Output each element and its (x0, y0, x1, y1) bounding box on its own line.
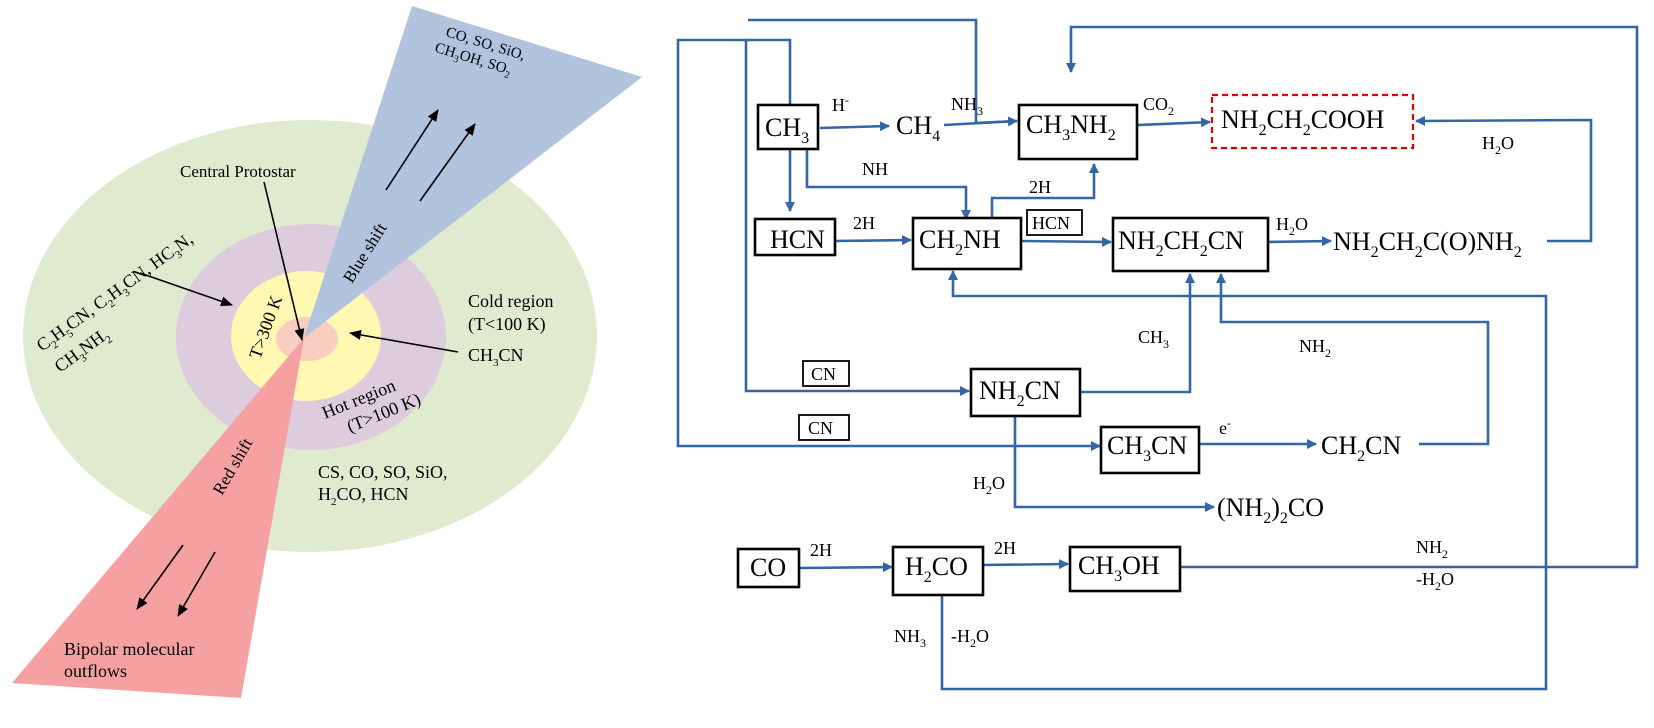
flow-nh2ch2cn-to-amide (1267, 236, 1332, 247)
node-cn-1: CN (802, 360, 850, 387)
label-ch3: CH3 (1138, 327, 1169, 351)
flow-ch2nh-to-nh2ch2cn (1020, 236, 1112, 247)
blue-outflow-arrow-1 (385, 109, 439, 191)
node-cn-2: CN (798, 414, 850, 441)
label-co2: CO2 (1143, 94, 1174, 118)
blue-outflow-arrow-2 (419, 123, 476, 202)
flow-ch3-to-ch2nh (805, 150, 971, 220)
cold-region-label: Cold region (T<100 K) (468, 291, 558, 335)
red-outflow-arrow-1 (136, 544, 184, 610)
label-e-minus: e- (1219, 416, 1231, 438)
label-h2o-urea: H2O (973, 473, 1005, 497)
flow-nh3-top-to-ch3nh2 (748, 18, 1018, 125)
node-ch3nh2: CH3NH2 (1017, 103, 1139, 161)
node-hcn-small: HCN (1026, 209, 1083, 236)
flow-hcn-to-ch2nh (835, 235, 912, 246)
node-ch3cn: CH3CN (1099, 425, 1201, 475)
red-shift-cone (12, 338, 304, 698)
node-nh2cn: NH2CN (969, 367, 1082, 418)
flow-co-to-h2co (799, 562, 893, 573)
flow-ch2cn-to-nh2ch2cn (1216, 273, 1490, 446)
label-h2o-mid: H2O (1276, 214, 1308, 238)
bipolar-outflows-label: Bipolar molecular outflows (64, 639, 199, 681)
cn-2-node-label: CN (808, 418, 833, 438)
cn-1-node-label: CN (811, 364, 836, 384)
hcn-node-label: HCN (770, 225, 825, 254)
label-2h-co: 2H (810, 540, 832, 560)
aminoacetamide-node-label: NH2CH2C(O)NH2 (1333, 227, 1522, 261)
label-nh3-bottom: NH3 (894, 626, 926, 650)
ch2cn-node-label: CH2CN (1321, 431, 1401, 465)
label-nh2-bottom: NH2 (1416, 537, 1448, 561)
flow-connectors (676, 18, 1639, 691)
node-urea: (NH2)2CO (1217, 493, 1324, 527)
label-nh2-mid: NH2 (1299, 336, 1331, 360)
ch4-node-label: CH4 (896, 111, 940, 145)
node-ch2cn: CH2CN (1321, 431, 1401, 465)
reaction-network: CH3 CH4 CH3NH2 NH2CH2COOH HCN CH2NH HCN … (676, 18, 1639, 691)
h2co-node-label: H2CO (905, 552, 968, 586)
flow-ch3nh2-to-glycine (1137, 117, 1211, 128)
urea-node-label: (NH2)2CO (1217, 493, 1324, 527)
node-ch3: CH3 (756, 103, 820, 151)
flow-ch2nh-to-ch3nh2 (990, 163, 1099, 219)
co-node-label: CO (750, 553, 786, 582)
central-protostar-label: Central Protostar (180, 162, 296, 181)
label-minus-h2o-bottom: -H2O (951, 626, 989, 650)
ch2nh-node-label: CH2NH (919, 225, 1001, 259)
ch3cn-pointer-arrow (349, 329, 459, 353)
node-hcn: HCN (753, 217, 837, 257)
ch3nh2-node-label: CH3NH2 (1026, 110, 1116, 144)
protostar-schematic: CO, SO, SiO, CH3OH, SO2 Blue shift Red s… (12, 6, 642, 698)
flow-h2co-to-ch3oh (983, 559, 1069, 570)
nh2cn-node-label: NH2CN (979, 376, 1061, 410)
node-aminoacetamide: NH2CH2C(O)NH2 (1333, 227, 1522, 261)
protostar-core (276, 317, 338, 361)
node-ch3oh: CH3OH (1068, 545, 1182, 593)
node-ch2nh: CH2NH (911, 216, 1023, 271)
node-glycine-target: NH2CH2COOH (1210, 93, 1415, 150)
flow-ch3oh-to-ch3nh2 (1066, 25, 1639, 569)
flow-amide-to-glycine (1415, 115, 1593, 243)
hcn-small-node-label: HCN (1032, 213, 1070, 233)
label-h2o-right: H2O (1482, 133, 1514, 157)
outer-molecules-label: CS, CO, SO, SiO, H2CO, HCN (318, 462, 452, 508)
node-ch4: CH4 (896, 111, 940, 145)
node-h2co: H2CO (891, 545, 985, 597)
label-nh: NH (862, 159, 888, 179)
protostar-pointer-arrow (263, 181, 305, 341)
blue-shift-cone (304, 6, 642, 338)
flow-left-loop-to-ch3cn (676, 38, 1101, 451)
nh2ch2cn-node-label: NH2CH2CN (1118, 226, 1244, 260)
node-co: CO (736, 547, 801, 589)
flow-nh2cn-to-urea (1013, 416, 1215, 512)
label-2h-hcn: 2H (853, 213, 875, 233)
flow-h2co-to-ch2nh (940, 270, 1548, 691)
label-nh3-top: NH3 (951, 94, 983, 118)
glycine-node-label: NH2CH2COOH (1221, 105, 1385, 139)
label-minus-h2o-right: -H2O (1416, 569, 1454, 593)
complex-molecules-pointer-arrow (139, 272, 233, 307)
ch3cn-node-label: CH3CN (1107, 431, 1187, 465)
label-h-minus: H- (832, 93, 849, 115)
label-2h-ch2nh: 2H (1029, 177, 1051, 197)
ch3oh-node-label: CH3OH (1078, 551, 1160, 585)
node-nh2ch2cn: NH2CH2CN (1111, 216, 1270, 273)
flow-nh2cn-to-nh2ch2cn (1081, 273, 1195, 394)
ch3-node-label: CH3 (765, 113, 809, 147)
label-2h-h2co: 2H (994, 538, 1016, 558)
ch3cn-label: CH3CN (468, 345, 524, 369)
red-outflow-arrow-2 (177, 551, 216, 617)
flow-ch3-to-ch4 (819, 121, 890, 132)
